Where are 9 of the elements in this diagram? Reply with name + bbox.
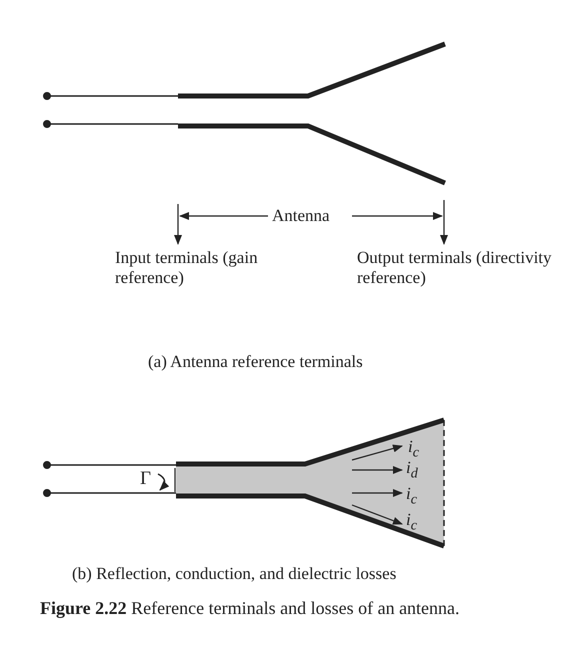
current-label: i$_{c}$ <box>406 484 418 510</box>
subfigure-caption: (a) Antenna reference terminals <box>148 352 363 372</box>
figure-caption: Figure 2.22 Reference terminals and losses of an antenna. <box>40 598 460 618</box>
subfigure-caption: (b) Reflection, conduction, and dielectric losses <box>72 564 396 584</box>
reflection-symbol: Γ <box>140 469 151 489</box>
current-label: i$_{c}$ <box>406 510 418 536</box>
terminal-label: Output terminals (directivity reference) <box>357 248 552 288</box>
terminal-label: Input terminals (gain reference) <box>115 248 259 288</box>
dimension-label: Antenna <box>272 206 330 226</box>
